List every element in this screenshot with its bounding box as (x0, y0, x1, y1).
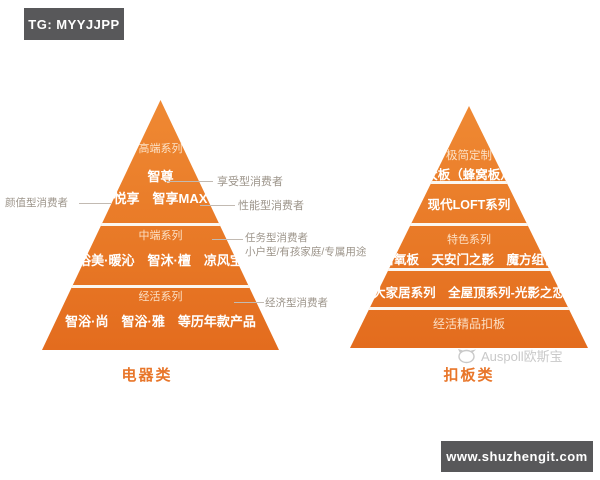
tier-divider (350, 268, 588, 271)
series-label: 特色系列 (447, 234, 491, 246)
callout-task-consumer: 任务型消费者 小户型/有孩家庭/专属用途 (245, 231, 366, 259)
callout-line (166, 181, 213, 182)
callout-appearance-consumer: 颜值型消费者 (5, 197, 68, 209)
category-label-appliances: 电器类 (121, 367, 173, 384)
callout-line (79, 203, 111, 204)
product-row: 智尊 (147, 169, 174, 184)
product-row: 现代LOFT系列 (427, 198, 511, 212)
tier-divider (42, 223, 279, 226)
tier-divider (350, 181, 588, 184)
product-row: 大家居系列 全屋顶系列-光影之恋 (373, 286, 565, 300)
series-label: 经活系列 (138, 291, 183, 303)
tier-divider (350, 223, 588, 226)
product-row: 浴美·暖沁 智沐·檀 凉风宝 (78, 253, 243, 268)
callout-task-consumer-line2: 小户型/有孩家庭/专属用途 (245, 246, 367, 258)
callout-line (200, 205, 235, 206)
auspoll-watermark-text: Auspoll欧斯宝 (481, 349, 563, 364)
series-label: 经活精品扣板 (432, 317, 505, 331)
tier-divider (350, 307, 588, 310)
product-row: 悦享 智享MAX (113, 191, 208, 206)
tier-divider (42, 285, 279, 288)
callout-economy-consumer: 经济型消费者 (265, 297, 328, 309)
site-badge: www.shuzhengit.com (441, 441, 593, 472)
series-label: 高端系列 (138, 143, 183, 155)
auspoll-watermark: Auspoll欧斯宝 (456, 346, 563, 365)
series-label: 中端系列 (138, 230, 183, 242)
product-row: 富氧板 天安门之影 魔方组合 (381, 253, 557, 267)
tg-badge: TG: MYYJJPP (24, 8, 124, 40)
callout-task-consumer-line1: 任务型消费者 (245, 232, 308, 244)
left-pyramid: 高端系列 智尊 悦享 智享MAX 中端系列 浴美·暖沁 智沐·檀 凉风宝 经活系… (42, 100, 279, 350)
auspoll-logo-icon (456, 347, 478, 364)
callout-line (212, 239, 243, 240)
right-pyramid-shape (350, 106, 588, 348)
series-label: 极简定制 (446, 150, 492, 162)
category-label-panels: 扣板类 (443, 367, 495, 384)
callout-performance-consumer: 性能型消费者 (238, 200, 304, 212)
left-pyramid-shape (42, 100, 279, 350)
callout-line (234, 302, 264, 303)
callout-enjoyment-consumer: 享受型消费者 (217, 176, 283, 188)
product-row: 智浴·尚 智浴·雅 等历年款产品 (65, 314, 256, 329)
product-row: 大板（蜂窝板） (425, 168, 513, 182)
right-pyramid: 极简定制 大板（蜂窝板） 现代LOFT系列 特色系列 富氧板 天安门之影 魔方组… (350, 106, 588, 348)
